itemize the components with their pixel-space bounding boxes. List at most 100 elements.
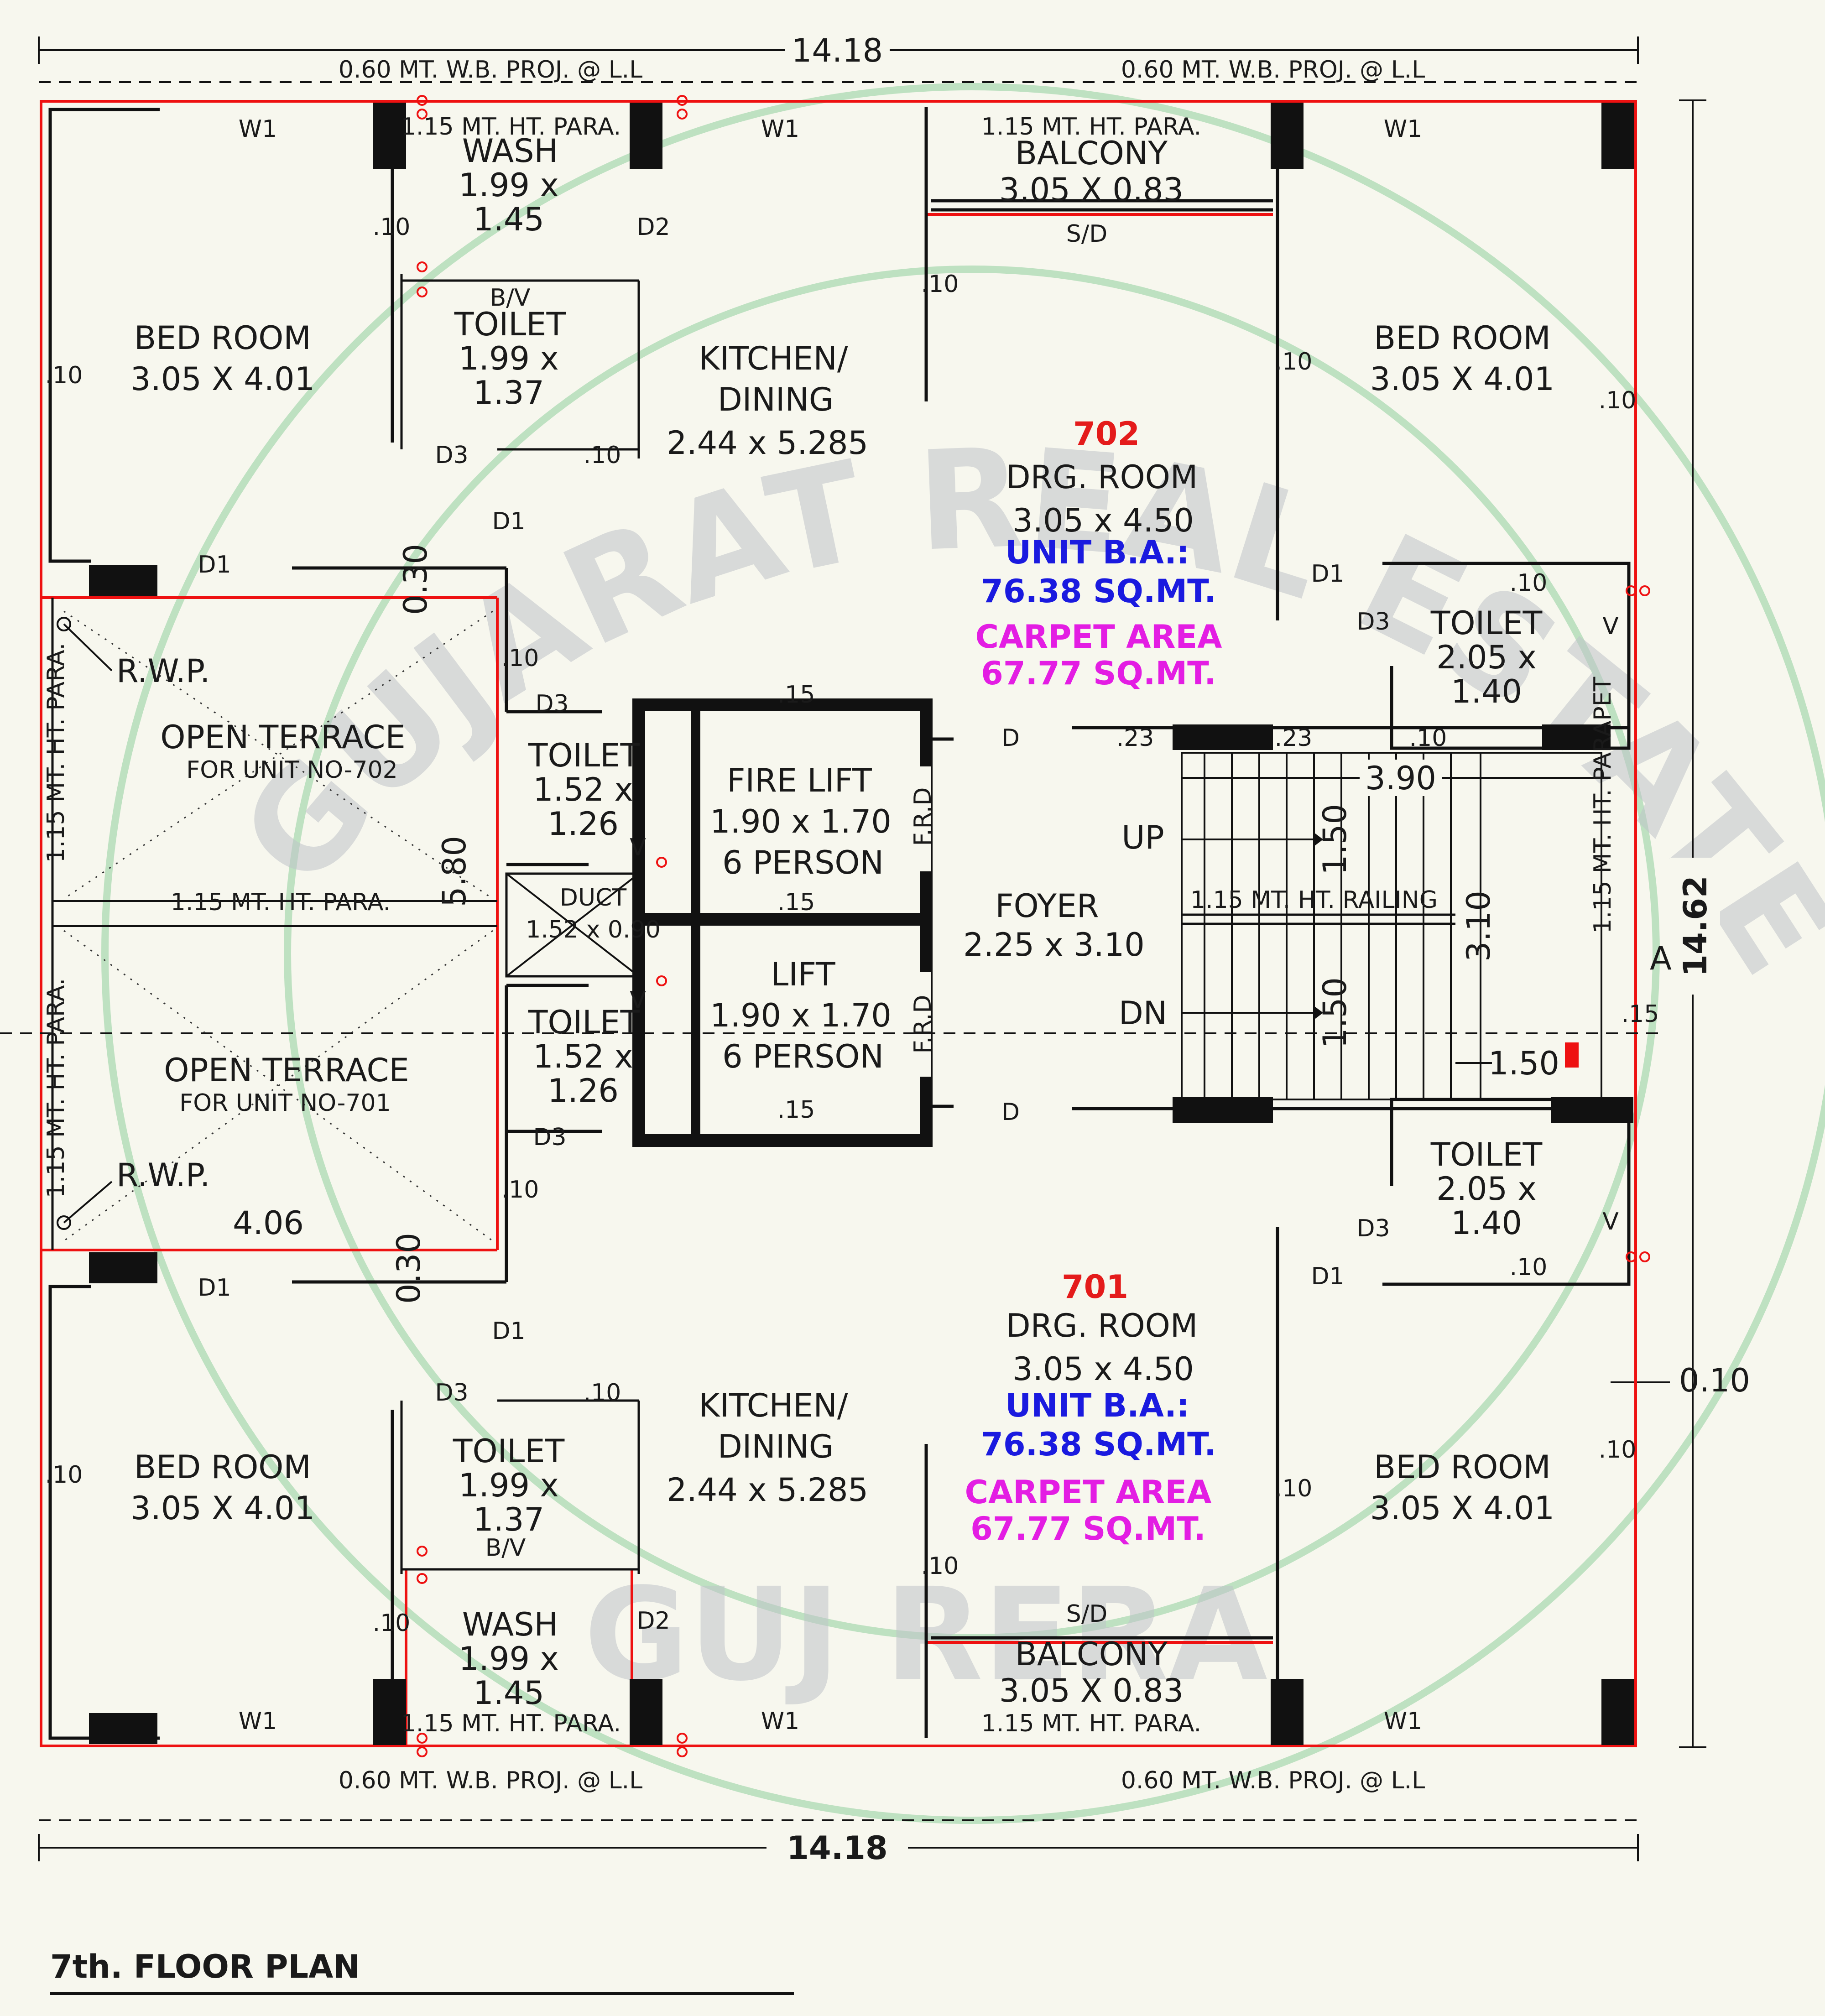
- wash-701-size-b: 1.45: [473, 1674, 544, 1712]
- dim-15-mid: .15: [777, 889, 815, 916]
- d3-701-toilet: D3: [435, 1379, 468, 1407]
- wash-702-size-a: 1.99 x: [459, 167, 559, 204]
- toilet-702-right-size-b: 1.40: [1451, 673, 1522, 710]
- dim-10-stair: .10: [1409, 724, 1447, 752]
- unit-701-number: 701: [1062, 1268, 1128, 1306]
- door-d-top: D: [1001, 724, 1020, 752]
- toilet-core-bottom-size-a: 1.52 x: [533, 1038, 633, 1075]
- unit-702: BED ROOM 3.05 X 4.01 BED ROOM 3.05 X 4.0…: [130, 113, 1554, 710]
- dim-landing: 1.50: [1488, 1045, 1559, 1082]
- kitchen-702-size: 2.44 x 5.285: [667, 424, 868, 462]
- drawing-title: 7th. FLOOR PLAN: [50, 1948, 794, 1995]
- dim-depth: 14.62: [1677, 875, 1714, 976]
- dim-10-wash-701: .10: [373, 1610, 411, 1637]
- unit-701: BED ROOM 3.05 X 4.01 BED ROOM 3.05 X 4.0…: [130, 1136, 1554, 1737]
- dim-23-left: .23: [1116, 724, 1154, 752]
- toilet-core-bottom-size-b: 1.26: [548, 1072, 619, 1110]
- sd-701: S/D: [1066, 1600, 1108, 1628]
- unit-702-carpet-value: 67.77 SQ.MT.: [981, 655, 1216, 692]
- d2-bottom: D2: [636, 1607, 670, 1635]
- para-note-702-wash: 1.15 MT. HT. PARA.: [401, 113, 621, 141]
- duct-size: 1.52 x 0.90: [526, 916, 660, 943]
- toilet-702-right-name: TOILET: [1430, 604, 1543, 642]
- vent-core-top: V: [630, 834, 646, 861]
- toilet-701-right-size-b: 1.40: [1451, 1204, 1522, 1242]
- door-d3-core-top: D3: [535, 690, 568, 718]
- wall-tags: .10 .10 .10 .10 .10 .10 .10 .10 .10 .10 …: [45, 214, 1637, 1637]
- d1-701-kitchen: D1: [492, 1318, 525, 1345]
- d1-702-kitchen: D1: [492, 508, 525, 535]
- toilet-701-right-size-a: 2.05 x: [1436, 1170, 1537, 1208]
- bed-room-701-left-name: BED ROOM: [134, 1448, 311, 1486]
- w1-top-2: W1: [761, 115, 800, 143]
- dim-10-wash-702: .10: [373, 214, 411, 241]
- dim-10-terrace-701: .10: [501, 1176, 539, 1203]
- dim-wall-30-bottom: 0.30: [390, 1233, 428, 1304]
- rwp-top: R.W.P.: [116, 652, 210, 690]
- d1-702-right: D1: [1311, 560, 1344, 588]
- dim-10-bed-701-right: .10: [1599, 1436, 1637, 1464]
- drg-room-702-name: DRG. ROOM: [1006, 458, 1198, 496]
- bed-room-702-right-size: 3.05 X 4.01: [1370, 360, 1554, 398]
- wb-proj-top-right: 0.60 MT. W.B. PROJ. @ L.L: [1121, 56, 1425, 83]
- d1-701-bed: D1: [198, 1274, 231, 1302]
- dim-stair-width: 3.90: [1365, 760, 1436, 797]
- d1-701-right: D1: [1311, 1263, 1344, 1290]
- watermark-text: GUJARAT REAL ESTATE REGULATORY AUTHORITY: [0, 0, 1825, 1041]
- door-d3-core-bottom: D3: [533, 1124, 566, 1151]
- toilet-core-bottom-name: TOILET: [528, 1004, 640, 1041]
- dim-10-bed-702-left: .10: [45, 362, 83, 389]
- w1-bottom-1: W1: [239, 1708, 277, 1735]
- foyer-name: FOYER: [995, 887, 1099, 925]
- dim-10-toilet-701-right: .10: [1510, 1254, 1548, 1281]
- dim-10-toilet-702: .10: [584, 442, 621, 469]
- staircase: 3.90 3.10 1.50 1.50 1.50 UP DN 1.15 MT. …: [1119, 752, 1602, 1100]
- fire-lift-name: FIRE LIFT: [727, 762, 872, 799]
- dim-stair-height: 3.10: [1460, 891, 1497, 962]
- toilet-702-name: TOILET: [454, 306, 566, 343]
- duct-name: DUCT: [560, 884, 626, 912]
- dim-width-top: 14.18: [792, 32, 883, 69]
- lift-size: 1.90 x 1.70: [710, 997, 892, 1034]
- dim-flight-b: 1.50: [1316, 977, 1354, 1048]
- lift-capacity: 6 PERSON: [722, 1038, 884, 1075]
- bed-room-702-left-name: BED ROOM: [134, 319, 311, 357]
- dim-10-toilet-702-right: .10: [1510, 569, 1548, 597]
- d3-702-right: D3: [1356, 608, 1390, 636]
- wash-701-size-a: 1.99 x: [459, 1640, 559, 1677]
- balcony-702-name: BALCONY: [1015, 135, 1168, 172]
- w1-bottom-3: W1: [1384, 1708, 1423, 1735]
- page-title: 7th. FLOOR PLAN: [50, 1948, 360, 1985]
- terrace-para-mid: 1.15 MT. HT. PARA.: [171, 889, 391, 916]
- top-dimension: 14.18 0.60 MT. W.B. PROJ. @ L.L 0.60 MT.…: [38, 27, 1639, 83]
- core: TOILET 1.52 x 1.26 DUCT 1.52 x 0.90 TOIL…: [526, 677, 1659, 1151]
- terrace-para-top: 1.15 MT. HT. PARA.: [42, 643, 70, 863]
- unit-702-ba-label: UNIT B.A.:: [1005, 534, 1189, 571]
- dim-15-right: .15: [1622, 1000, 1659, 1028]
- terrace-701-name: OPEN TERRACE: [164, 1052, 409, 1089]
- balcony-702-size: 3.05 X 0.83: [999, 171, 1184, 208]
- dim-10-bed-702-right: .10: [1599, 387, 1637, 414]
- dim-10-kitchen-701: .10: [921, 1552, 959, 1580]
- w1-bottom-2: W1: [761, 1708, 800, 1735]
- door-tags: W1 W1 W1 W1 W1 W1 D2 D2 D3 D3 D1 D1 D1 D…: [198, 115, 1619, 1735]
- para-note-702-balcony: 1.15 MT. HT. PARA.: [981, 113, 1201, 141]
- rwp-pipe-icon-bottom: [57, 1215, 71, 1230]
- para-note-701-balcony: 1.15 MT. HT. PARA.: [981, 1710, 1201, 1737]
- columns: [89, 103, 1634, 1745]
- toilet-core-top-size-a: 1.52 x: [533, 771, 633, 808]
- balcony-701-name: BALCONY: [1015, 1636, 1168, 1673]
- bottom-dimension: 0.60 MT. W.B. PROJ. @ L.L 0.60 MT. W.B. …: [38, 1767, 1639, 1867]
- unit-701-ba-value: 76.38 SQ.MT.: [981, 1426, 1216, 1463]
- d2-top: D2: [636, 214, 670, 241]
- bv-701: B/V: [485, 1534, 526, 1562]
- dim-23-right: .23: [1275, 724, 1313, 752]
- kitchen-701-size: 2.44 x 5.285: [667, 1471, 868, 1509]
- para-note-701-wash: 1.15 MT. HT. PARA.: [401, 1710, 621, 1737]
- dim-10-terrace-702: .10: [501, 645, 539, 672]
- lift-core: [632, 698, 933, 1147]
- toilet-702-size-b: 1.37: [473, 374, 544, 412]
- w1-top-3: W1: [1384, 115, 1423, 143]
- unit-701-ba-label: UNIT B.A.:: [1005, 1387, 1189, 1424]
